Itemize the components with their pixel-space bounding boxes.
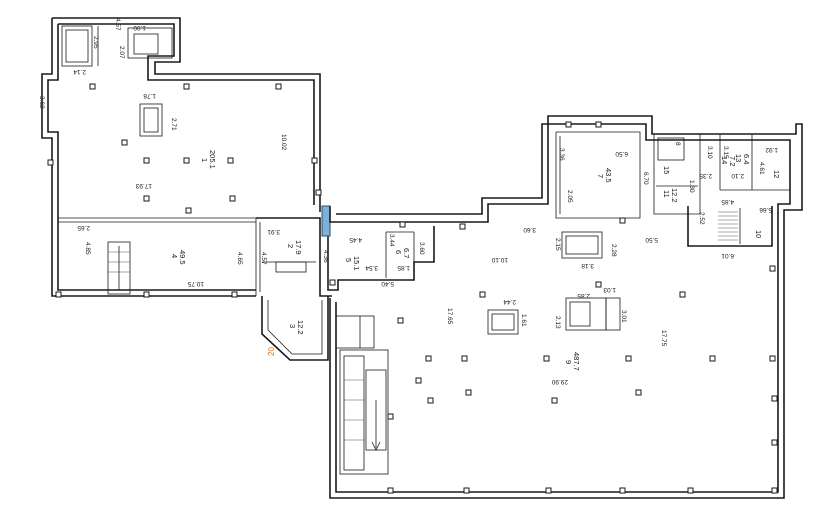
room-10-number: 10 xyxy=(754,230,763,238)
dim-310: 3.10 xyxy=(706,146,713,159)
dim-190: 1.90 xyxy=(133,24,146,31)
room-labels: 1 205.1 4 49.5 2 17.9 3 12.2 5 15.1 6 6.… xyxy=(170,150,781,371)
dim-301: 3.01 xyxy=(620,310,627,323)
dim-1075: 10.75 xyxy=(187,280,204,287)
dim-318: 3.18 xyxy=(581,262,594,269)
dim-207: 2.07 xyxy=(118,46,125,59)
room-4-area: 49.5 xyxy=(178,250,187,265)
dim-8: 8 xyxy=(674,142,681,146)
dim-1765: 17.65 xyxy=(446,308,453,325)
dim-1775: 17.75 xyxy=(660,330,667,347)
dim-601: 6.01 xyxy=(721,252,734,259)
dim-485: 4.85 xyxy=(84,242,91,255)
room-5-area: 15.1 xyxy=(352,256,361,271)
dimension-labels: 4.57 2.95 2.07 1.90 2.14 3.62 1.78 2.71 … xyxy=(38,18,778,385)
room-1-number: 1 xyxy=(200,158,209,162)
middle-rooms-walls xyxy=(256,217,435,361)
dim-295: 2.95 xyxy=(92,36,99,49)
dim-670: 6.70 xyxy=(642,172,649,185)
dim-161: 1.61 xyxy=(520,314,527,327)
room-7-number: 7 xyxy=(596,174,605,178)
dim-228: 2.28 xyxy=(610,244,617,257)
room-11-area: 12.2 xyxy=(670,188,679,203)
dim-252: 2.52 xyxy=(698,212,705,225)
dim-271: 2.71 xyxy=(170,118,177,131)
columns xyxy=(47,83,778,494)
room-12-number: 12 xyxy=(772,170,781,178)
dim-650: 6.50 xyxy=(615,150,628,157)
dim-235: 2.35 xyxy=(699,172,712,179)
room-6-number: 6 xyxy=(394,250,403,254)
dim-540: 5.40 xyxy=(381,280,394,287)
room-14-number: 14 xyxy=(720,156,729,164)
dim-362: 3.62 xyxy=(38,96,45,109)
dim-178: 1.78 xyxy=(143,92,156,99)
dim-214: 2.14 xyxy=(73,68,86,75)
room-2-number: 2 xyxy=(286,244,295,248)
dim-205: 2.05 xyxy=(566,190,573,203)
room-11-number: 11 xyxy=(662,190,671,198)
dim-2990: 29.90 xyxy=(551,378,568,385)
dim-315: 3.15 xyxy=(722,146,729,159)
dim-436: 4.36 xyxy=(322,250,329,263)
dim-391: 3.91 xyxy=(267,228,280,235)
highlighted-door xyxy=(321,205,331,237)
room-3-number: 3 xyxy=(288,324,297,328)
dim-550: 5.50 xyxy=(645,236,658,243)
marker-label: 20 xyxy=(267,347,276,356)
dim-1002: 10.02 xyxy=(280,134,287,151)
top-small-rooms xyxy=(61,25,173,67)
dim-130: 1.30 xyxy=(688,180,695,193)
dim-457b: 4.57 xyxy=(260,252,267,265)
right-wing-walls xyxy=(329,115,803,499)
room-2-area: 17.9 xyxy=(294,240,303,255)
dim-185: 1.85 xyxy=(397,264,410,271)
dim-485b: 4.85 xyxy=(721,198,734,205)
dim-265: 2.65 xyxy=(77,224,90,231)
dim-215: 2.15 xyxy=(554,238,561,251)
dim-445: 4.45 xyxy=(349,236,362,243)
room-5-number: 5 xyxy=(344,258,353,262)
room-4-number: 4 xyxy=(170,254,179,258)
room-14-area: 7.2 xyxy=(728,156,737,166)
dim-465: 4.65 xyxy=(236,252,243,265)
room-6-area: 6.7 xyxy=(402,248,411,258)
room-1-area: 205.1 xyxy=(208,150,217,169)
dim-285: 2.85 xyxy=(577,292,590,299)
dim-457: 4.57 xyxy=(114,18,121,31)
dim-210: 2.10 xyxy=(731,172,744,179)
dim-213: 2.13 xyxy=(554,316,561,329)
dim-1010: 10.10 xyxy=(491,256,508,263)
room-13-area: 6.4 xyxy=(742,154,751,164)
dim-336: 3.36 xyxy=(558,148,565,161)
dim-192: 1.92 xyxy=(765,146,778,153)
room4-stair xyxy=(107,241,131,295)
dim-461: 4.61 xyxy=(758,162,765,175)
left-wing-walls xyxy=(41,17,321,297)
dim-344: 3.44 xyxy=(388,234,395,247)
main-stair xyxy=(335,315,389,475)
dim-244: 2.44 xyxy=(503,298,516,305)
dim-360: 3.60 xyxy=(418,242,425,255)
fixtures xyxy=(139,103,621,335)
room-13-number: 13 xyxy=(734,154,743,162)
dim-103: 1.03 xyxy=(603,286,616,293)
dim-360b: 3.60 xyxy=(523,226,536,233)
room-9-number: 9 xyxy=(564,360,573,364)
room-7-area: 43.5 xyxy=(604,168,613,183)
room-9-area: 487.7 xyxy=(572,352,581,371)
dim-354: 3.54 xyxy=(365,264,378,271)
room-3-area: 12.2 xyxy=(296,320,305,335)
room-15-number: 15 xyxy=(662,166,671,174)
dim-566: 5.66 xyxy=(759,206,772,213)
dim-1793: 17.93 xyxy=(135,182,152,189)
